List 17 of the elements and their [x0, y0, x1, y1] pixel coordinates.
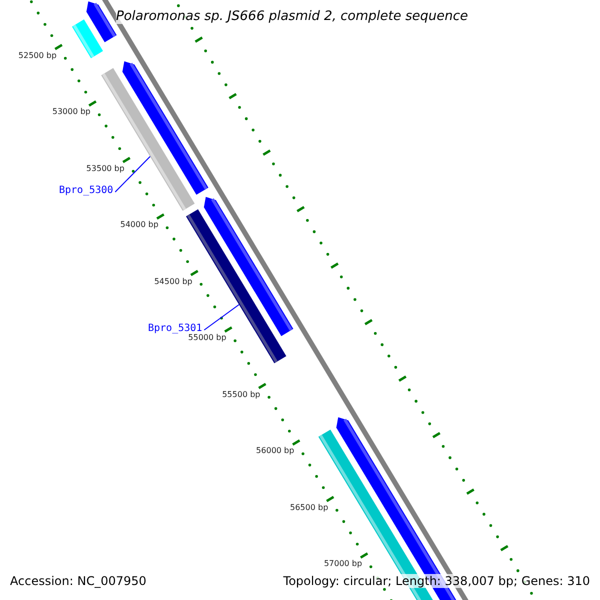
map-title: Polaromonas sp. JS666 plasmid 2, complete sequence	[116, 9, 468, 24]
gene-label: Bpro_5301	[148, 323, 202, 334]
scale-label: 55000 bp	[188, 333, 226, 342]
leader-line	[204, 304, 240, 330]
gene-label: Bpro_5300	[59, 185, 114, 196]
scale-label: 52500 bp	[18, 50, 57, 60]
scale-label: 57000 bp	[324, 559, 362, 568]
scale-label: 56500 bp	[290, 502, 328, 512]
scale-label: 54000 bp	[120, 220, 158, 230]
scale-label: 53000 bp	[52, 107, 91, 116]
accession-text: Accession: NC_007950	[10, 574, 146, 588]
scale-label: 55500 bp	[222, 390, 260, 399]
summary-text: Topology: circular; Length: 338,007 bp; Genes: 310	[283, 574, 590, 588]
scale-label: 54500 bp	[154, 276, 192, 286]
leader-line	[114, 156, 151, 192]
scale-label: 53500 bp	[86, 164, 124, 173]
scale-label: 56000 bp	[256, 446, 294, 456]
